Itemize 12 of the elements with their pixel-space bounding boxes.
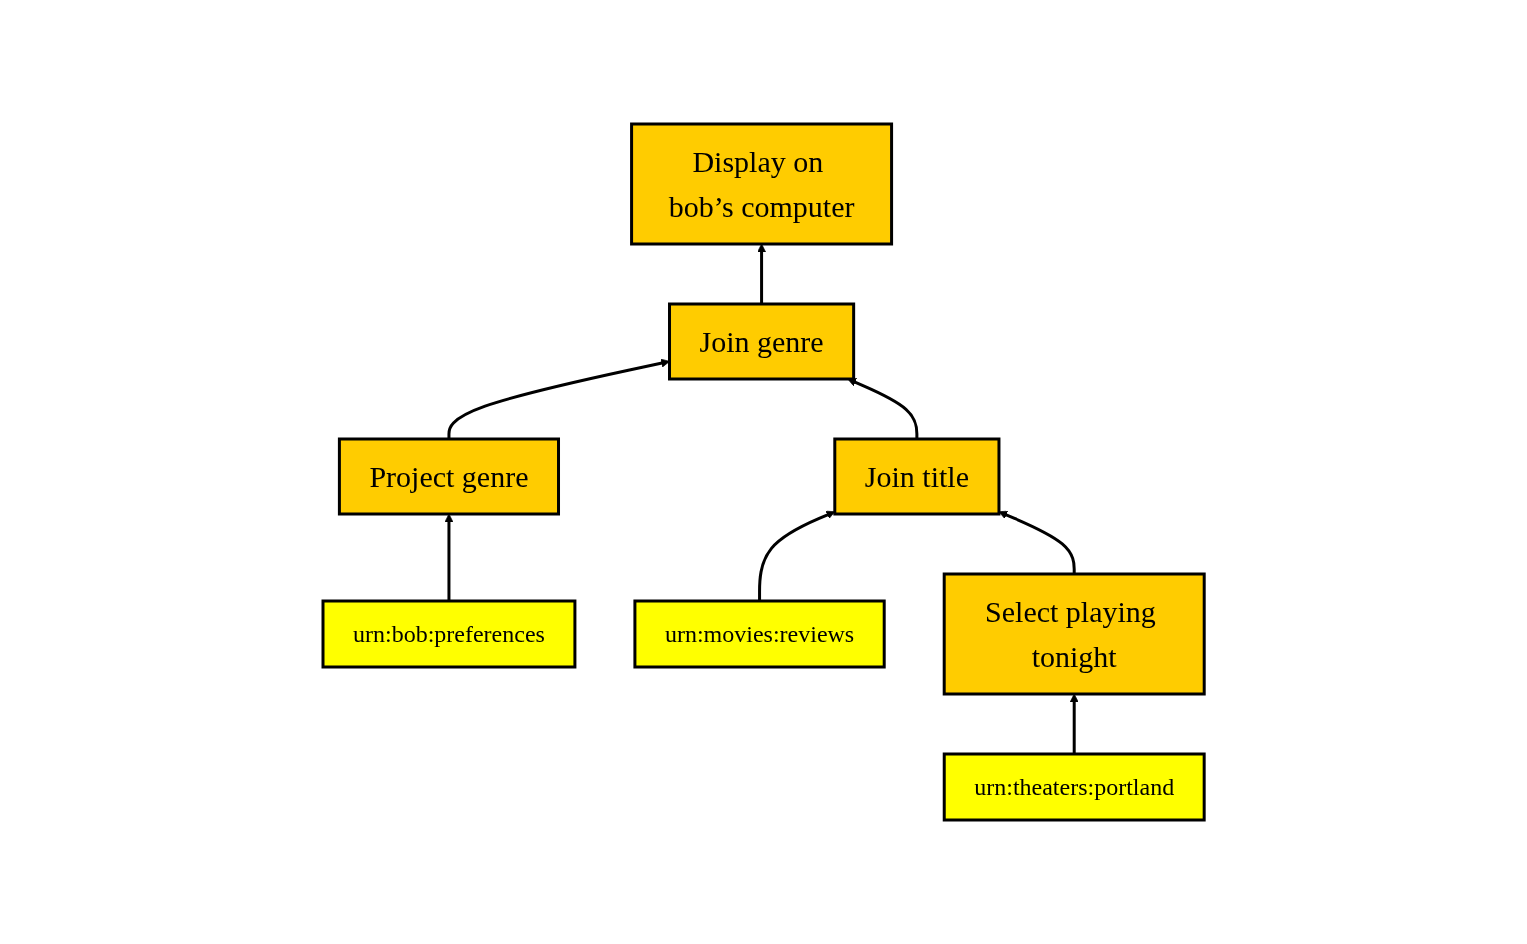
node-box: urn:theaters:portland [942,752,1206,822]
node-box: Display on bob’s computer [629,122,893,246]
node-box: Select playing tonight [942,572,1206,696]
node-box: urn:movies:reviews [633,599,886,669]
arrow [847,378,919,439]
node-box: Project genre [337,437,560,516]
node-box: Join genre [667,302,856,381]
arrow [447,358,670,439]
node-box: urn:bob:preferences [321,599,577,669]
arrow [757,510,836,601]
node-box: Join title [833,437,1001,516]
arrow [998,510,1076,574]
